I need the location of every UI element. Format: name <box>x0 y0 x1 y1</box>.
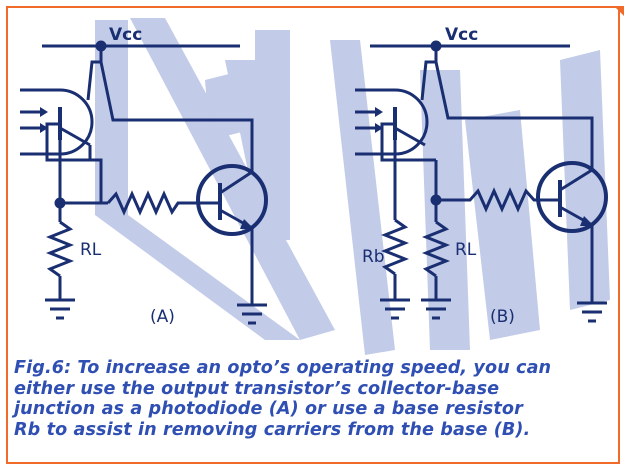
caption-line-1: Fig.6: To increase an opto’s operating s… <box>14 358 552 378</box>
ground-a2 <box>237 303 267 325</box>
output-transistor-a <box>196 164 268 236</box>
caption-line-3: junction as a photodiode (A) or use a ba… <box>14 399 523 419</box>
ground-b3 <box>577 301 607 323</box>
watermark-logo <box>95 18 610 355</box>
photo-emitter-a <box>59 126 91 147</box>
output-transistor-b <box>536 161 608 233</box>
rb-resistor-b <box>380 218 410 276</box>
rl-label-b: RL <box>455 240 477 260</box>
load-resistor-b <box>421 220 451 278</box>
panel-label-a: (A) <box>150 307 175 327</box>
corner-mark <box>614 6 624 16</box>
figure-caption: Fig.6: To increase an opto’s operating s… <box>14 358 616 440</box>
rb-label-b: Rb <box>362 247 385 267</box>
figure-border <box>6 6 620 464</box>
caption-line-2: either use the output transistor’s colle… <box>14 378 500 399</box>
base-resistor-b <box>436 187 548 213</box>
ground-a1 <box>45 298 75 320</box>
rl-label-a: RL <box>80 240 102 260</box>
ground-b2 <box>421 298 451 320</box>
light-arrows-b <box>355 107 383 133</box>
light-arrows-a <box>20 107 48 133</box>
photo-base-lead-a <box>45 122 103 185</box>
circuit-a <box>20 40 268 325</box>
phototransistor-envelope-b <box>355 88 429 156</box>
caption-line-4: Rb to assist in removing carriers from t… <box>14 419 531 440</box>
load-resistor-a <box>45 220 75 278</box>
base-resistor-a <box>106 190 200 216</box>
circuit-b <box>355 40 608 323</box>
panel-label-b: (B) <box>490 307 515 327</box>
phototransistor-envelope-a <box>20 88 94 156</box>
vcc-label-a: Vcc <box>109 25 142 45</box>
vcc-label-b: Vcc <box>445 25 478 45</box>
photo-collector-a <box>86 46 103 101</box>
ground-b1 <box>380 298 410 320</box>
